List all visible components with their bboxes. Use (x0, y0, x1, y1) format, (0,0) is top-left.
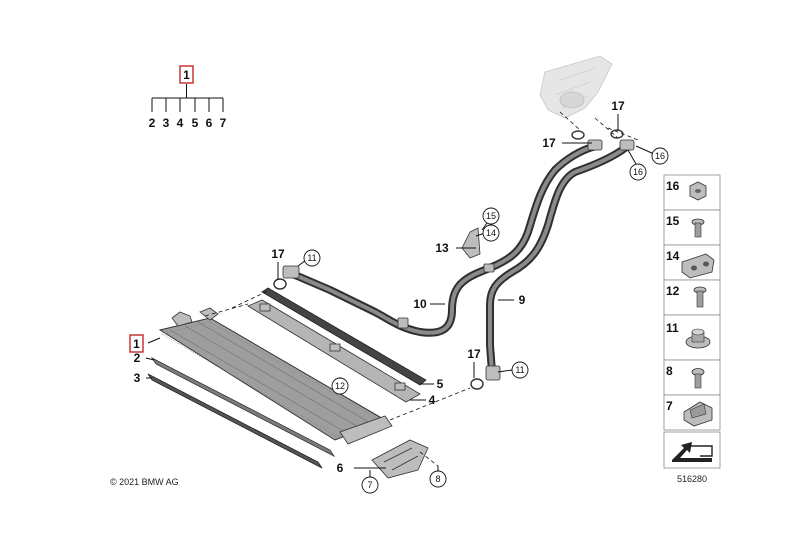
bracket-13[interactable] (461, 227, 481, 259)
legend-number: 8 (666, 364, 673, 378)
callout-17[interactable]: 17 (611, 99, 625, 113)
legend-cell-direction[interactable] (663, 431, 721, 469)
seal-strip-2[interactable] (150, 356, 336, 458)
legend-cell-7[interactable]: 7 (663, 394, 721, 431)
legend-cell-14[interactable]: 14 (663, 244, 721, 281)
legend-number: 11 (666, 321, 679, 335)
callout-3[interactable]: 3 (134, 371, 141, 385)
clip-nut-7-icon (683, 401, 713, 427)
engine-connection-illustration (539, 55, 613, 119)
legend-cell-16[interactable]: 16 (663, 174, 721, 211)
callout-labels: 17 17 16 16 15 14 13 17 11 10 9 17 11 12… (129, 99, 669, 494)
callout-17[interactable]: 17 (542, 136, 556, 150)
coolant-hose-9[interactable] (486, 144, 629, 376)
seal-strip-5[interactable] (261, 287, 427, 386)
copyright-text: © 2021 BMW AG (110, 477, 179, 487)
callout-16[interactable]: 16 (633, 167, 643, 177)
diagram-id: 516280 (677, 474, 707, 484)
tree-child-label[interactable]: 6 (206, 116, 213, 130)
legend-cell-12[interactable]: 12 (663, 279, 721, 316)
tree-root-highlight (179, 65, 194, 84)
callout-16[interactable]: 16 (655, 151, 665, 161)
legend-cell-11[interactable]: 11 (663, 314, 721, 361)
legend-number: 14 (666, 249, 680, 263)
screw-15-icon (691, 218, 705, 238)
callout-14[interactable]: 14 (486, 228, 496, 238)
callout-5[interactable]: 5 (437, 377, 444, 391)
callout-1[interactable]: 1 (133, 337, 140, 351)
coolant-hose-10[interactable] (291, 142, 600, 337)
nut-11-icon (685, 328, 711, 349)
callout-2[interactable]: 2 (134, 351, 141, 365)
callout-8[interactable]: 8 (435, 474, 440, 484)
tree-root-label[interactable]: 1 (183, 68, 190, 82)
mounting-rail-4[interactable] (247, 299, 421, 403)
o-rings (273, 129, 624, 390)
callout-9[interactable]: 9 (519, 293, 526, 307)
small-parts-legend: 16 15 14 12 (663, 174, 721, 469)
clip-14-icon (681, 253, 715, 279)
callout-17[interactable]: 17 (271, 247, 285, 261)
tree-child-label[interactable]: 4 (177, 116, 184, 130)
callout-15[interactable]: 15 (486, 211, 496, 221)
radiator-assembly[interactable] (158, 307, 393, 445)
legend-number: 16 (666, 179, 680, 193)
callout-4[interactable]: 4 (429, 393, 436, 407)
callout-12[interactable]: 12 (335, 381, 345, 391)
screw-12-icon (693, 286, 707, 308)
callout-13[interactable]: 13 (435, 241, 449, 255)
callout-11[interactable]: 11 (515, 365, 524, 375)
callout-10[interactable]: 10 (413, 297, 427, 311)
callout-1-highlight (129, 334, 144, 353)
bracket-6[interactable] (371, 439, 429, 479)
tree-child-label[interactable]: 2 (149, 116, 156, 130)
legend-cell-15[interactable]: 15 (663, 209, 721, 246)
part-hierarchy-tree: 1 2 3 4 5 6 7 (149, 65, 227, 130)
direction-arrow-icon (672, 442, 712, 462)
callout-7[interactable]: 7 (367, 480, 372, 490)
callout-6[interactable]: 6 (337, 461, 344, 475)
callout-17[interactable]: 17 (467, 347, 481, 361)
callout-11[interactable]: 11 (307, 253, 316, 263)
legend-number: 12 (666, 284, 680, 298)
legend-number: 7 (666, 399, 673, 413)
tree-child-label[interactable]: 5 (192, 116, 199, 130)
tree-child-label[interactable]: 3 (163, 116, 170, 130)
legend-number: 15 (666, 214, 680, 228)
legend-cell-8[interactable]: 8 (663, 359, 721, 396)
screw-8-icon (691, 368, 705, 389)
tree-child-label[interactable]: 7 (220, 116, 227, 130)
